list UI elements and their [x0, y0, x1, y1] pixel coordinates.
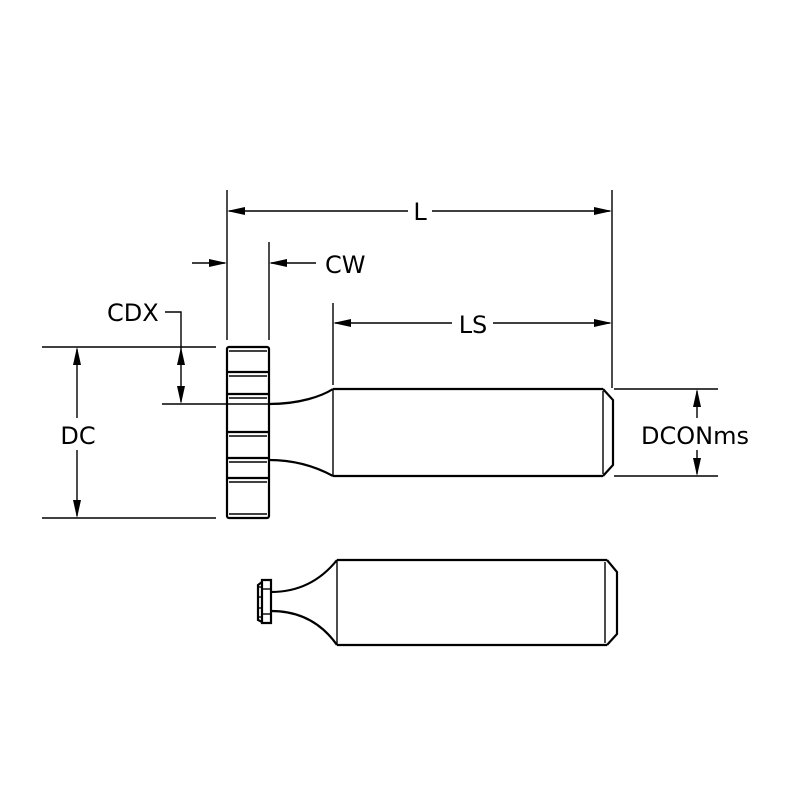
dimension-l	[227, 207, 612, 215]
label-dconms: DCONms	[641, 422, 749, 450]
cutter-head-side-view	[225, 345, 271, 520]
label-cw: CW	[325, 251, 366, 279]
shank-side-view	[268, 387, 615, 478]
dimension-cdx	[165, 311, 185, 404]
dimension-cw	[192, 259, 316, 267]
dimension-dc	[73, 347, 81, 518]
dimension-dconms	[693, 389, 701, 476]
dimension-ls	[333, 319, 612, 327]
cutter-isometric-view	[256, 558, 619, 647]
label-ls: LS	[459, 311, 488, 339]
label-dc: DC	[60, 422, 95, 450]
label-cdx: CDX	[107, 299, 159, 327]
label-l: L	[413, 198, 427, 226]
extension-lines	[42, 190, 718, 519]
